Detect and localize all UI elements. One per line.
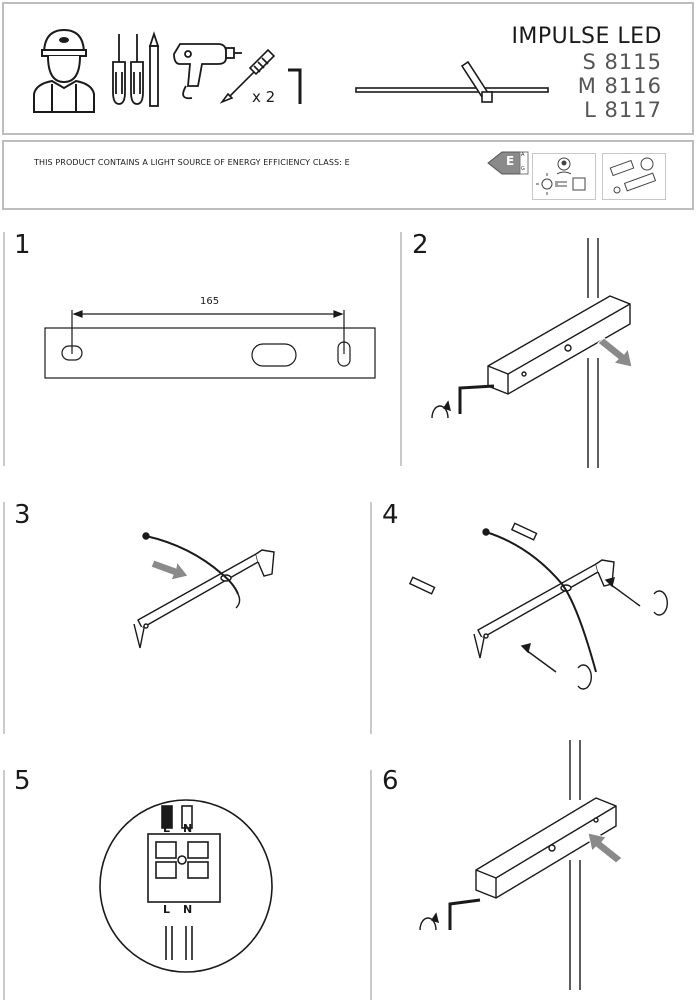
- dimension-165-label: 165: [200, 296, 220, 307]
- energy-info-panel: THIS PRODUCT CONTAINS A LIGHT SOURCE OF …: [2, 140, 694, 210]
- model-l: L 8117: [584, 98, 662, 122]
- header-panel: x 2 IMPULSE LED S 8115 M 8116 L 8117: [2, 2, 694, 135]
- energy-scale-bottom: G: [521, 166, 525, 172]
- energy-label-icon: [487, 151, 529, 175]
- screw-count: x 2: [252, 88, 276, 106]
- product-title: IMPULSE LED: [511, 24, 662, 49]
- final-assembly-diagram: [419, 740, 623, 990]
- step-2-divider: [400, 232, 402, 466]
- step-6-divider: [370, 770, 372, 1000]
- drill-icon: [173, 43, 242, 100]
- wire-label-l-top: L: [163, 822, 171, 835]
- lamp-product-icon: [355, 60, 549, 103]
- step-2-number: 2: [412, 230, 429, 260]
- model-m: M 8116: [577, 74, 662, 98]
- wire-label-n-bottom: N: [183, 903, 193, 916]
- parts-badge: [602, 153, 666, 200]
- wire-label-l-bottom: L: [163, 903, 171, 916]
- energy-efficiency-text: THIS PRODUCT CONTAINS A LIGHT SOURCE OF …: [34, 158, 350, 167]
- energy-class-letter: E: [506, 154, 515, 168]
- allen-key-icon: [288, 68, 302, 104]
- led-person-icon: [536, 157, 586, 195]
- wiring-terminal-diagram: [99, 799, 273, 973]
- mount-screw-diagram: [431, 238, 633, 468]
- parts-person-icon: [609, 157, 657, 194]
- step-5-number: 5: [14, 766, 31, 796]
- screw-bracket-to-wall-diagram: [408, 522, 668, 690]
- wire-label-n-top: N: [183, 822, 193, 835]
- step-3-divider: [3, 502, 5, 734]
- step-6-number: 6: [382, 766, 399, 796]
- step-1-divider: [3, 232, 5, 466]
- step-4-divider: [370, 502, 372, 734]
- wire-through-bracket-diagram: [133, 532, 275, 649]
- led-badge: [532, 153, 596, 200]
- energy-scale-top: A: [521, 152, 525, 158]
- step-5-divider: [3, 770, 5, 1000]
- step-1-number: 1: [14, 230, 31, 260]
- screw-anchor-icon: [219, 48, 276, 104]
- bracket-dimension-diagram: [44, 310, 376, 379]
- screwdrivers-icon: [112, 31, 160, 107]
- electrician-icon: [33, 28, 95, 113]
- model-s: S 8115: [582, 50, 662, 74]
- step-4-number: 4: [382, 500, 399, 530]
- step-3-number: 3: [14, 500, 31, 530]
